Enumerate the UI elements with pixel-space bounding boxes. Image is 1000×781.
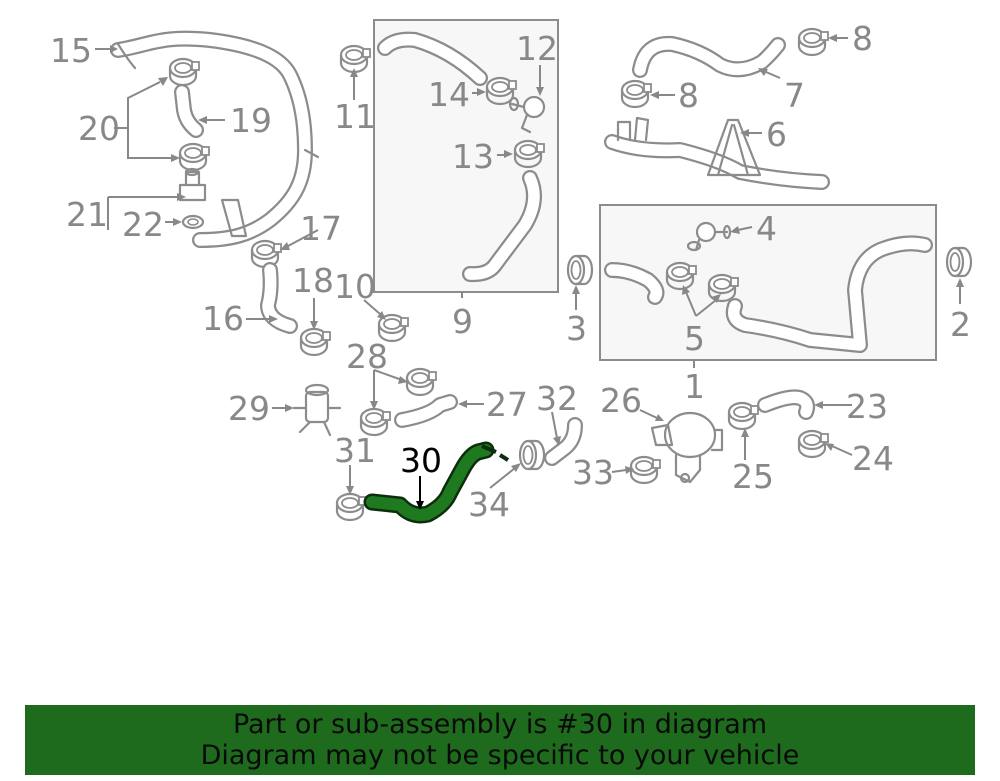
part-27-hose [394, 394, 458, 428]
callout-28: 28 [346, 337, 388, 376]
part-12-connector [508, 95, 546, 134]
callout-8b: 8 [678, 76, 699, 115]
part-2-clamp [945, 246, 973, 278]
part-9-upper-hose [377, 31, 488, 86]
banner-line-2: Diagram may not be specific to your vehi… [200, 740, 800, 771]
callout-34: 34 [468, 485, 510, 524]
callout-20: 20 [78, 109, 120, 148]
part-29-valve [292, 383, 342, 437]
part-11-clamp [339, 44, 372, 74]
callout-17: 17 [300, 209, 342, 248]
part-26-pump [650, 411, 724, 484]
part-1-long-hose [725, 235, 933, 353]
part-33-clamp [629, 455, 662, 485]
part-30-hose-highlighted[interactable] [363, 441, 510, 524]
callout-16: 16 [202, 299, 244, 338]
part-7-hose [632, 35, 786, 78]
callout-18: 18 [292, 261, 334, 300]
callout-6: 6 [766, 115, 787, 154]
part-20-clamp-upper [168, 57, 201, 87]
part-8-clamp-upper [797, 27, 830, 57]
part-23-hose [757, 389, 816, 420]
part-1-short-hose [604, 262, 665, 305]
callout-26: 26 [600, 381, 642, 420]
callout-19: 19 [230, 101, 272, 140]
callout-32: 32 [536, 379, 578, 418]
callout-31: 31 [334, 431, 376, 470]
callout-30: 30 [400, 441, 442, 480]
part-21-fitting [178, 167, 207, 202]
callout-22: 22 [122, 205, 164, 244]
callout-3: 3 [566, 309, 587, 348]
part-9-lower-hose [462, 170, 542, 283]
part-28-clamp-upper [405, 367, 438, 397]
callout-2: 2 [950, 305, 971, 344]
callout-7: 7 [784, 76, 805, 115]
part-20-clamp-lower [178, 142, 211, 172]
callout-5: 5 [684, 319, 705, 358]
callout-labels: 15 20 19 21 22 11 14 12 13 9 8 8 7 6 4 5… [50, 19, 971, 524]
leader-lines [95, 34, 964, 510]
part-22-gasket [181, 214, 205, 230]
callout-9: 9 [452, 302, 473, 341]
banner-line-1: Part or sub-assembly is #30 in diagram [232, 709, 768, 740]
part-31-clamp [335, 492, 368, 522]
part-19-hose [174, 84, 204, 138]
callout-33: 33 [572, 453, 614, 492]
callout-13: 13 [452, 137, 494, 176]
part-6-pipe [604, 116, 830, 190]
callout-12: 12 [516, 29, 558, 68]
callout-29: 29 [228, 389, 270, 428]
callout-11: 11 [334, 97, 376, 136]
callout-21: 21 [66, 195, 108, 234]
callout-23: 23 [846, 387, 888, 426]
part-34-clamp [518, 439, 546, 471]
callout-1: 1 [684, 367, 705, 406]
callout-14: 14 [428, 75, 470, 114]
callout-27: 27 [486, 385, 528, 424]
callout-25: 25 [732, 457, 774, 496]
part-16-hose [260, 262, 298, 334]
part-15-pipe [110, 30, 320, 248]
callout-10: 10 [334, 267, 376, 306]
part-8-clamp-lower [620, 79, 653, 109]
callout-24: 24 [852, 439, 894, 478]
info-banner: Part or sub-assembly is #30 in diagram D… [25, 705, 975, 775]
part-25-clamp [727, 401, 760, 431]
part-3-clamp [566, 254, 594, 286]
part-4-connector [686, 221, 732, 252]
part-18-clamp [299, 327, 332, 357]
callout-15: 15 [50, 31, 92, 70]
part-24-clamp [797, 429, 830, 459]
callout-4: 4 [756, 209, 777, 248]
part-32-hose [544, 417, 583, 466]
callout-8a: 8 [852, 19, 873, 58]
